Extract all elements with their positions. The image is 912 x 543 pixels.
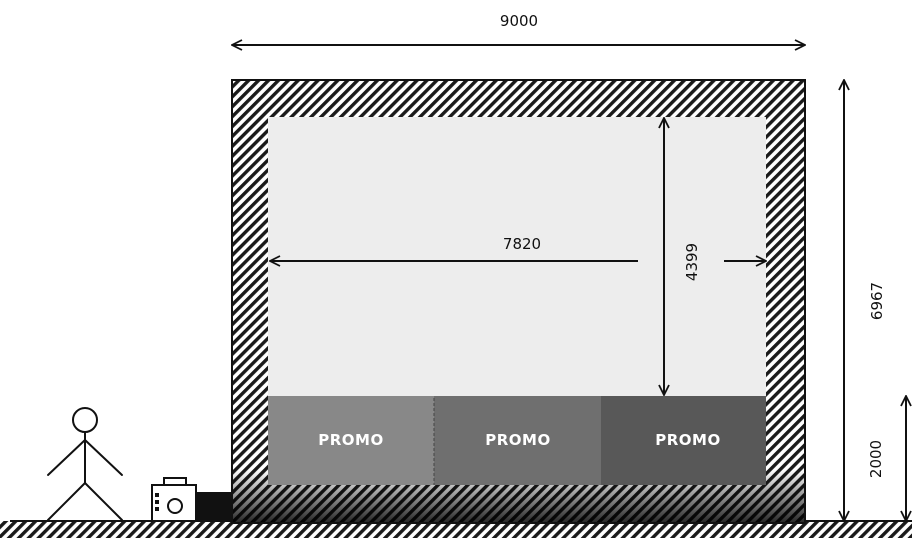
clearance-height-label: 2000 xyxy=(867,440,885,478)
screen-height-label: 4399 xyxy=(683,243,701,281)
promo-label-1: PROMO xyxy=(318,431,383,449)
total-height-dimension: 6967 xyxy=(844,80,886,521)
total-width-dimension: 9000 xyxy=(232,12,805,45)
total-width-label: 9000 xyxy=(500,12,538,30)
promo-panel-1 xyxy=(268,396,434,485)
promo-panel-2 xyxy=(434,396,601,485)
clearance-height-dimension: 2000 xyxy=(867,396,906,521)
promo-panel-3 xyxy=(601,396,766,485)
total-height-label: 6967 xyxy=(868,282,886,320)
promo-label-2: PROMO xyxy=(485,431,550,449)
projector-icon xyxy=(151,477,232,522)
promo-label-3: PROMO xyxy=(655,431,720,449)
screen-width-label: 7820 xyxy=(503,235,541,253)
stick-figure-icon xyxy=(47,407,123,521)
screen-width-dimension: 7820 xyxy=(270,235,766,261)
screen-height-dimension: 4399 xyxy=(664,118,701,395)
promo-strip: PROMO PROMO PROMO xyxy=(268,396,766,485)
